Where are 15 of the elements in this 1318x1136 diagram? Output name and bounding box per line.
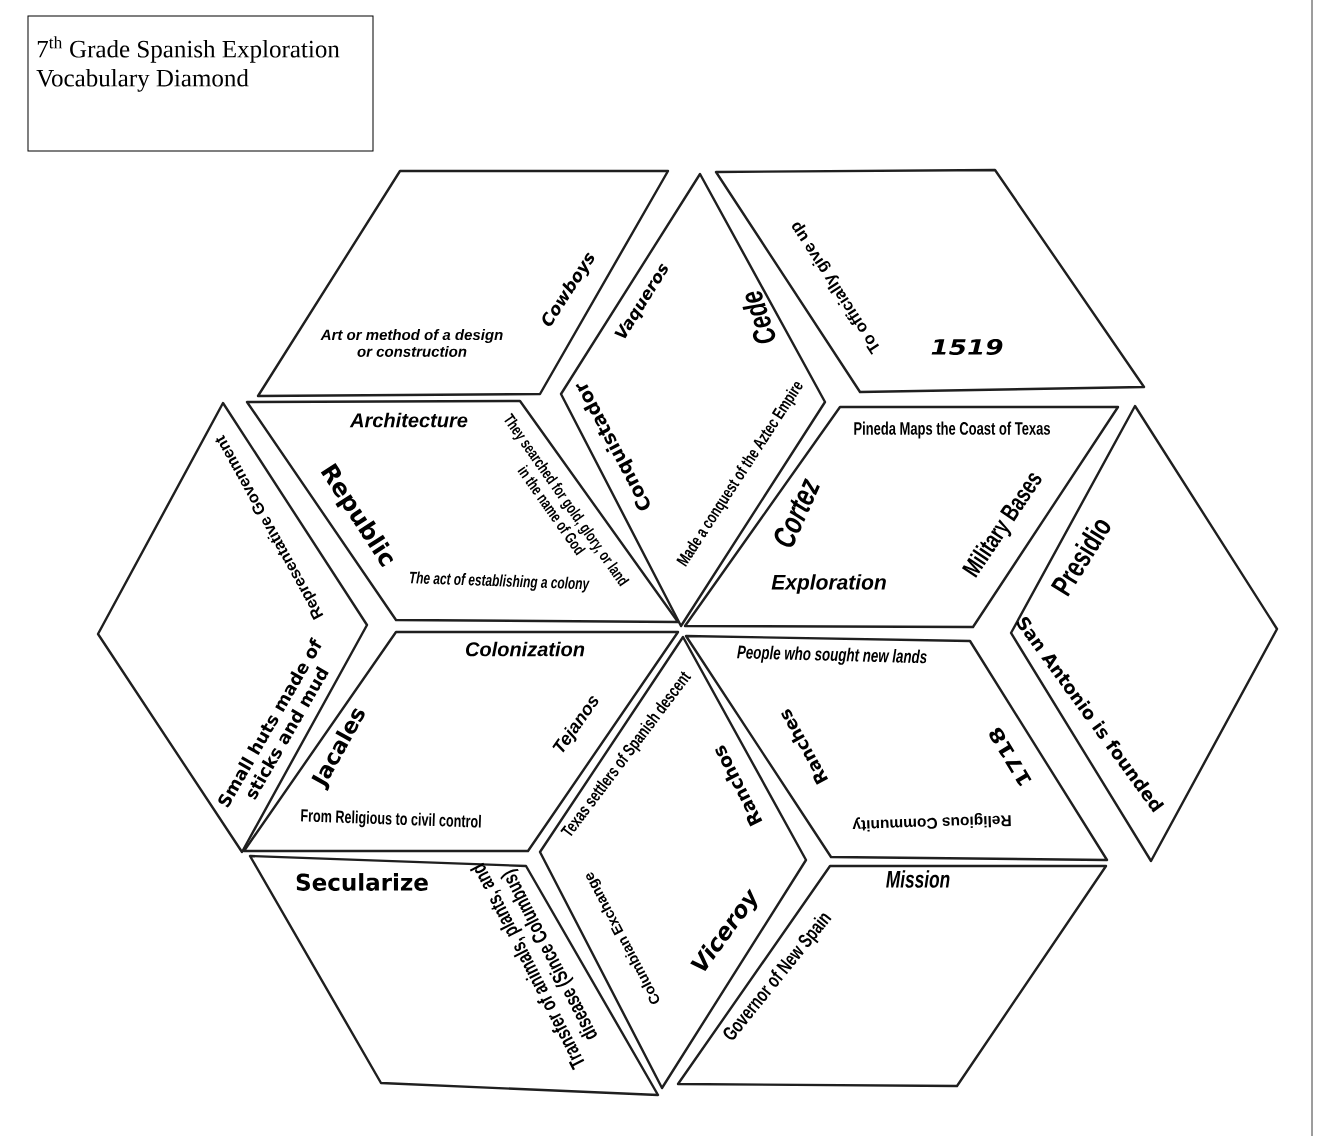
term-label: Cede [742, 291, 776, 344]
definition-label: Pineda Maps the Coast of Texas [854, 421, 1050, 439]
term-label: Architecture [349, 412, 468, 428]
term-label: Cortez [774, 478, 820, 547]
year-label: 1519 [931, 339, 1003, 355]
definition-label: From Religious to civil control [301, 809, 481, 828]
term-label: Secularize [296, 873, 428, 891]
term-label: Exploration [771, 574, 886, 594]
definition-label: Art or method of a design or construction [320, 329, 503, 357]
definition-label: Religious Community [852, 813, 1011, 832]
term-label: Mission [886, 870, 950, 888]
definition-label: The act of establishing a colony [410, 571, 590, 593]
title-box: 7$^{th}$ Grade Spanish Exploration Vocabulary Diamond [27, 15, 374, 152]
term-label: Colonization [466, 641, 585, 657]
definition-label: People who sought new lands [737, 645, 927, 665]
